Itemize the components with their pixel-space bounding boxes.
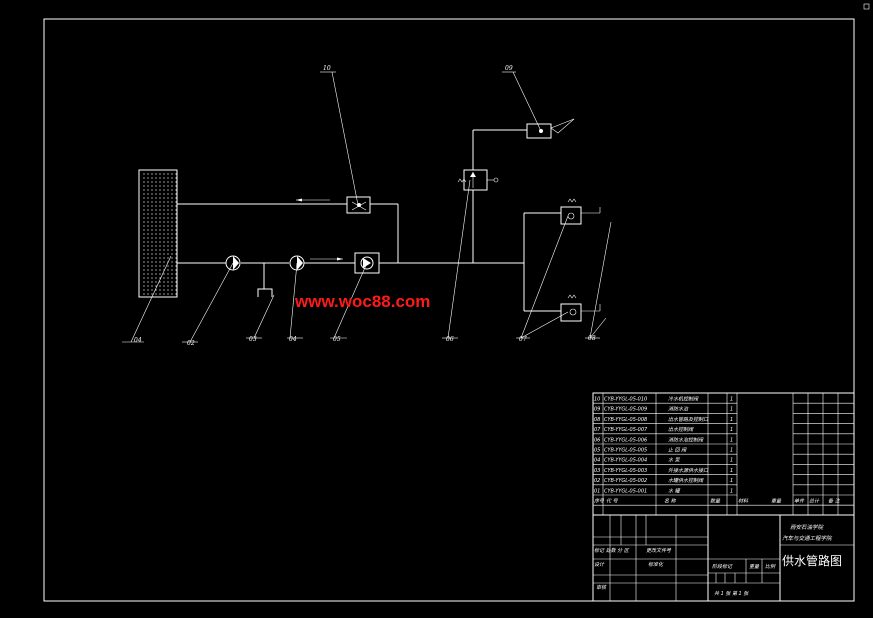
- parts-cell-code: CYB-YYGL-05-002: [604, 478, 647, 484]
- parts-cell-name: 消防水泊: [668, 406, 689, 413]
- parts-cell-code: CYB-YYGL-05-001: [604, 488, 647, 494]
- parts-cell-qty: 1: [730, 478, 733, 484]
- parts-cell-qty: 1: [730, 448, 733, 454]
- label-03: 03: [249, 336, 257, 343]
- parts-cell-no: 01: [594, 488, 600, 494]
- label-09: 09: [505, 65, 513, 72]
- parts-header-no: 序号: [594, 498, 605, 505]
- parts-cell-name: 外接水源供水接口: [668, 467, 709, 474]
- leader-lines: [122, 71, 612, 343]
- parts-cell-code: CYB-YYGL-05-008: [604, 417, 647, 423]
- tb-sheets: 共 1 张 第 1 张: [714, 590, 749, 597]
- parts-cell-code: CYB-YYGL-05-003: [604, 468, 647, 474]
- parts-cell-code: CYB-YYGL-05-010: [604, 397, 647, 403]
- label-01: 04: [134, 337, 142, 344]
- tb-change: 更改文件号: [646, 547, 672, 554]
- corner-mark: [863, 3, 870, 10]
- school-name: 西安石油学院: [790, 524, 825, 531]
- parts-cell-qty: 1: [730, 458, 733, 464]
- parts-cell-no: 07: [594, 427, 601, 433]
- watermark-text: www.woc88.com: [294, 292, 430, 311]
- tb-weight: 重量: [749, 563, 760, 570]
- monitor-control-valve: [457, 169, 499, 191]
- fire-water-monitor: [526, 118, 575, 139]
- parts-cell-code: CYB-YYGL-05-004: [604, 458, 647, 464]
- parts-cell-code: CYB-YYGL-05-009: [604, 407, 647, 413]
- parts-cell-no: 06: [594, 437, 600, 443]
- pipe-network: [177, 129, 561, 312]
- parts-cell-name: 水罐供水控制阀: [668, 477, 704, 484]
- parts-cell-qty: 1: [730, 427, 733, 433]
- parts-cell-qty: 1: [730, 407, 733, 413]
- parts-header-total: 总计: [809, 498, 820, 505]
- label-02: 02: [187, 340, 195, 347]
- tb-marking: 标记 处数 分 区: [594, 547, 630, 554]
- label-06: 06: [446, 336, 454, 343]
- parts-cell-name: 止 回 阀: [668, 447, 687, 454]
- tb-design: 设计: [594, 561, 605, 568]
- outlet-valve-lower: [560, 294, 601, 322]
- tb-standard: 标准化: [648, 561, 664, 568]
- label-07: 07: [519, 336, 527, 343]
- tank-supply-valve: [225, 255, 241, 271]
- cold-water-control-valve: [346, 196, 371, 214]
- parts-header-code: 代 号: [606, 498, 619, 505]
- parts-cell-no: 09: [594, 407, 600, 413]
- parts-header-single: 单件: [794, 498, 805, 505]
- parts-cell-qty: 1: [730, 437, 733, 443]
- parts-cell-no: 05: [594, 448, 600, 454]
- label-05: 05: [333, 336, 341, 343]
- school-department: 汽车与交通工程学院: [782, 535, 833, 542]
- outlet-valve-upper: [560, 198, 601, 225]
- parts-cell-qty: 1: [730, 417, 733, 423]
- parts-cell-name: 水 罐: [668, 487, 681, 494]
- parts-cell-qty: 1: [730, 468, 733, 474]
- parts-header-remark: 备 注: [828, 498, 841, 505]
- parts-cell-qty: 1: [730, 397, 733, 403]
- water-pump: [289, 255, 305, 271]
- parts-header-qty: 数量: [710, 498, 721, 505]
- parts-cell-name: 消防水泡控制阀: [668, 436, 704, 443]
- label-08: 08: [588, 335, 596, 342]
- parts-header-weight: 重量: [771, 498, 782, 505]
- parts-header-name: 名 称: [664, 498, 677, 505]
- parts-cell-qty: 1: [730, 488, 733, 494]
- parts-cell-name: 出水管路及控制口: [668, 416, 709, 423]
- parts-cell-no: 08: [594, 417, 600, 423]
- parts-cell-name: 水 泵: [668, 457, 681, 464]
- parts-cell-code: CYB-YYGL-05-005: [604, 448, 647, 454]
- drawing-title: 供水管路图: [782, 553, 842, 568]
- water-tank: [138, 169, 178, 298]
- parts-cell-code: CYB-YYGL-05-007: [604, 427, 648, 433]
- label-10: 10: [323, 65, 331, 72]
- parts-cell-no: 04: [594, 458, 600, 464]
- label-04: 04: [289, 336, 297, 343]
- tb-scale: 比例: [765, 563, 776, 570]
- parts-cell-name: 出水控制阀: [668, 426, 694, 433]
- parts-cell-name: 冷水机控制阀: [668, 396, 699, 403]
- parts-cell-no: 02: [594, 478, 600, 484]
- tb-stage: 阶段标记: [712, 563, 733, 570]
- drawing-frame: [43, 18, 855, 602]
- parts-cell-code: CYB-YYGL-05-006: [604, 437, 647, 443]
- parts-header-material: 材料: [738, 498, 749, 505]
- parts-cell-no: 10: [594, 397, 600, 403]
- tb-review: 审核: [596, 584, 607, 591]
- parts-cell-no: 03: [594, 468, 600, 474]
